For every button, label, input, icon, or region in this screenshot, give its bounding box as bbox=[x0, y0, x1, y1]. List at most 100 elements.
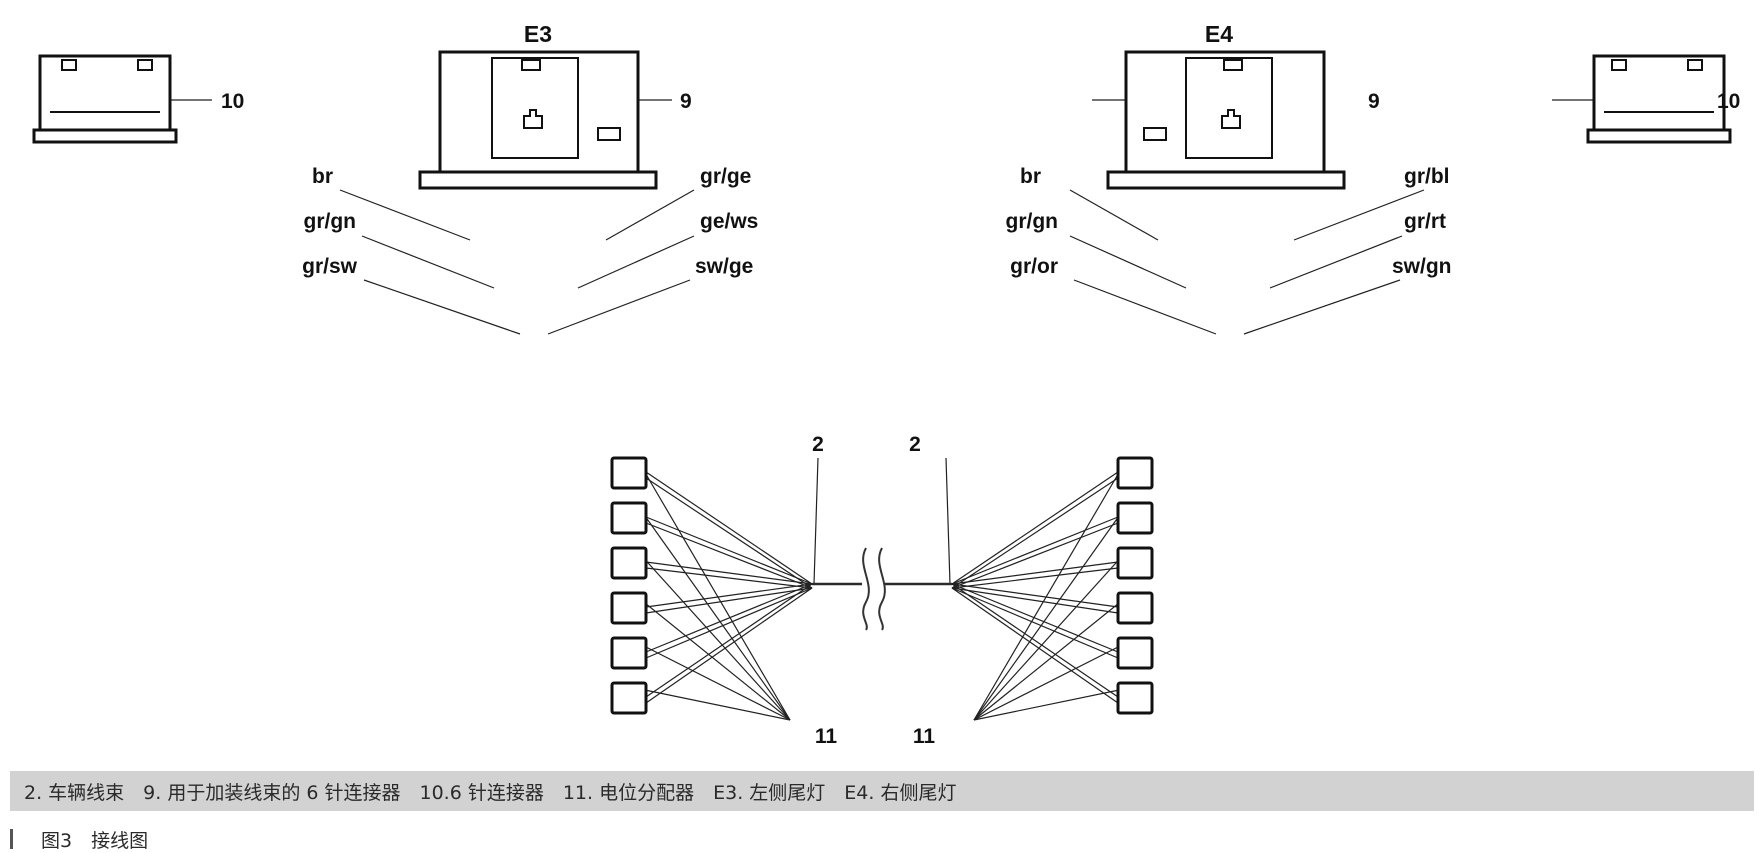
left-fan-junction-b-1 bbox=[645, 522, 813, 589]
wire-label-left-5: sw/ge bbox=[695, 255, 753, 278]
left-connector9-lock bbox=[523, 109, 543, 129]
left-wire-fill-6 bbox=[108, 140, 612, 570]
right-fan-junction-b-3 bbox=[951, 587, 1119, 614]
components bbox=[32, 50, 1732, 715]
right-wire-fill-21 bbox=[1152, 188, 1180, 511]
right-wire-core-13 bbox=[1152, 188, 1296, 690]
right-fan-junction-b-4 bbox=[951, 587, 1119, 659]
left-wire-core-8 bbox=[134, 140, 612, 524]
right-fan-junction-0 bbox=[951, 471, 1119, 585]
wire-label-left-1: gr/gn bbox=[304, 210, 357, 233]
right-wire-core-9 bbox=[1152, 140, 1618, 510]
right-wire-edge-7 bbox=[1152, 140, 1643, 557]
harness-break-mark-b bbox=[878, 547, 886, 631]
right-wire-fill-23 bbox=[1152, 188, 1160, 472]
left-wire-core-9 bbox=[146, 140, 612, 510]
left-wire-edge-8 bbox=[135, 140, 612, 523]
right-wire-fill-16 bbox=[1152, 188, 1246, 607]
right-distributor-box-0 bbox=[1116, 456, 1154, 490]
left-wire-edge-6 bbox=[109, 140, 612, 569]
right-wire-fill-17 bbox=[1152, 188, 1238, 600]
wire-label-right-3: gr/bl bbox=[1404, 165, 1450, 188]
left-leader-wire-0 bbox=[339, 189, 471, 241]
right-connector9-slot bbox=[1223, 59, 1243, 71]
left-fan-junction-b-2 bbox=[645, 567, 813, 589]
right-leader-wire-1 bbox=[1269, 235, 1403, 289]
right-leader-wire-0 bbox=[1293, 189, 1425, 241]
left-fan-junction-5 bbox=[645, 583, 813, 698]
label-leader-lines bbox=[150, 99, 1614, 721]
right-wire-edge-10 bbox=[1152, 140, 1605, 477]
left-connector10-flange bbox=[32, 128, 178, 144]
wire-label-right-1: gr/gn bbox=[1006, 210, 1059, 233]
right-distributor-box-3 bbox=[1116, 591, 1154, 625]
right-connector10-tab-a bbox=[1687, 59, 1703, 71]
left-wire-fill-0 bbox=[36, 140, 612, 704]
right-leader-wire-3 bbox=[1069, 189, 1159, 241]
left-distributor-box-2 bbox=[610, 546, 648, 580]
wire-label-left-4: ge/ws bbox=[700, 210, 758, 233]
left-leader-wire-2 bbox=[363, 279, 521, 335]
wire-label-right-0: br bbox=[1020, 165, 1041, 188]
left-wire-fill-1 bbox=[44, 140, 612, 690]
left-wire-fill-15 bbox=[493, 188, 612, 646]
right-fan-junction-b-5 bbox=[951, 587, 1119, 704]
wire-label-right-2: gr/or bbox=[1010, 255, 1058, 278]
left-fan-label-4 bbox=[639, 643, 791, 721]
left-wire-fill-12 bbox=[461, 188, 612, 697]
right-connector9-key bbox=[1143, 127, 1167, 141]
left-distributor-box-0 bbox=[610, 456, 648, 490]
wire-label-left-3: gr/ge bbox=[700, 165, 751, 188]
right-connector10-tab-b bbox=[1611, 59, 1627, 71]
left-wire-edge-7 bbox=[121, 140, 612, 557]
right-fan-label-4 bbox=[973, 643, 1125, 721]
left-wire-core-7 bbox=[120, 140, 612, 558]
right-wire-edge-9 bbox=[1152, 140, 1617, 509]
right-wire-edge-6 bbox=[1152, 140, 1655, 569]
right-wire-fill-22 bbox=[1152, 188, 1168, 478]
right-connector9-lock bbox=[1221, 109, 1241, 129]
right-wire-fill-10 bbox=[1152, 140, 1606, 478]
left-wire-edge-15 bbox=[494, 188, 612, 645]
left-fan-junction-3 bbox=[645, 583, 813, 608]
label-e4: E4 bbox=[1205, 21, 1233, 47]
left-fan-junction-0 bbox=[645, 471, 813, 585]
right-fan-label-2 bbox=[973, 553, 1125, 721]
left-fan-junction-b-5 bbox=[645, 587, 813, 704]
legend-bar: 2. 车辆线束 9. 用于加装线束的 6 针连接器 10.6 针连接器 11. … bbox=[10, 771, 1754, 811]
left-wire-fill-4 bbox=[82, 140, 612, 622]
left-leader-wire-3 bbox=[605, 189, 695, 241]
label-part11-left: 11 bbox=[815, 725, 838, 748]
right-wire-fill-15 bbox=[1152, 188, 1271, 646]
left-distributor-box-5 bbox=[610, 681, 648, 715]
right-wire-core-15 bbox=[1152, 188, 1271, 646]
wire-label-left-2: gr/sw bbox=[302, 255, 358, 278]
right-wire-edge-15 bbox=[1152, 188, 1270, 645]
right-leader-wire-4 bbox=[1069, 235, 1187, 289]
right-fan-label-0 bbox=[973, 463, 1125, 721]
left-wire-edge-10 bbox=[159, 140, 612, 477]
right-fan-junction-b-0 bbox=[951, 477, 1119, 589]
right-wire-fill-18 bbox=[1152, 188, 1218, 562]
right-connector10-flange bbox=[1586, 128, 1732, 144]
left-fan-label-2 bbox=[639, 553, 791, 721]
left-wire-edge-13 bbox=[469, 188, 612, 689]
right-wire-core-7 bbox=[1152, 140, 1644, 558]
right-fan-junction-3 bbox=[951, 583, 1119, 608]
left-wire-fill-8 bbox=[134, 140, 612, 524]
label-part10-left: 10 bbox=[221, 90, 244, 113]
right-fan-junction-b-2 bbox=[951, 567, 1119, 589]
right-wire-fill-5 bbox=[1152, 140, 1670, 608]
right-wire-edge-8 bbox=[1152, 140, 1629, 523]
left-wire-fill-19 bbox=[554, 188, 612, 555]
left-connector9-flange bbox=[418, 170, 658, 190]
right-fan-junction-b-1 bbox=[951, 522, 1119, 589]
right-fan-label-1 bbox=[973, 508, 1125, 721]
left-wire-fill-20 bbox=[576, 188, 612, 518]
right-connector9-inner bbox=[1185, 57, 1273, 159]
right-wire-fill-2 bbox=[1152, 140, 1706, 678]
left-connector9-key bbox=[597, 127, 621, 141]
right-distributor-box-2 bbox=[1116, 546, 1154, 580]
left-wire-core-6 bbox=[108, 140, 612, 570]
left-wire-edge-9 bbox=[147, 140, 612, 509]
